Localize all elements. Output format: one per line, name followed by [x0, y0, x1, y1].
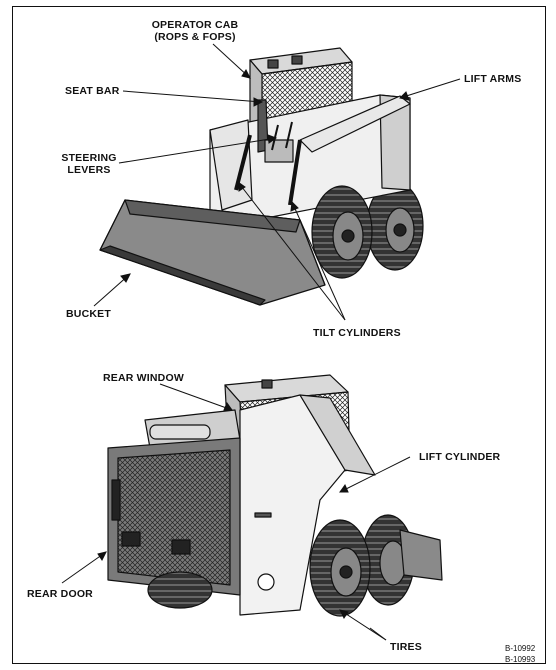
- tires-label: TIRES: [390, 641, 422, 653]
- figure-code-2: B-10993: [505, 655, 536, 664]
- rear-view-bucket-edge: [399, 529, 443, 581]
- front-view-rear-tire: [366, 181, 424, 271]
- front-view-body: [209, 94, 411, 226]
- tilt-cylinders-label: TILT CYLINDERS: [313, 327, 401, 339]
- front-view-bucket: [99, 199, 326, 306]
- rear-door-label: REAR DOOR: [27, 588, 93, 600]
- rear-view-near-tire: [309, 519, 371, 617]
- rear-view-left-tire: [147, 571, 213, 609]
- front-view-front-tire: [311, 185, 373, 279]
- front-loader-drawing: [99, 47, 424, 306]
- top-view-leader-lines: [93, 43, 461, 321]
- operator-cab-label: OPERATOR CAB (ROPS & FOPS): [151, 19, 239, 43]
- bottom-view-leader-lines: [61, 383, 411, 641]
- rear-view-door: [107, 437, 241, 596]
- bucket-label: BUCKET: [66, 308, 111, 320]
- rear-window-label: REAR WINDOW: [103, 372, 184, 384]
- lift-arms-label: LIFT ARMS: [464, 73, 522, 85]
- lift-cylinder-label: LIFT CYLINDER: [419, 451, 501, 463]
- steering-levers-label: STEERING LEVERS: [61, 152, 117, 176]
- seat-bar-label: SEAT BAR: [65, 85, 120, 97]
- figure-code-1: B-10992: [505, 644, 536, 653]
- rear-loader-drawing: [107, 374, 443, 617]
- figure-border: [12, 6, 546, 664]
